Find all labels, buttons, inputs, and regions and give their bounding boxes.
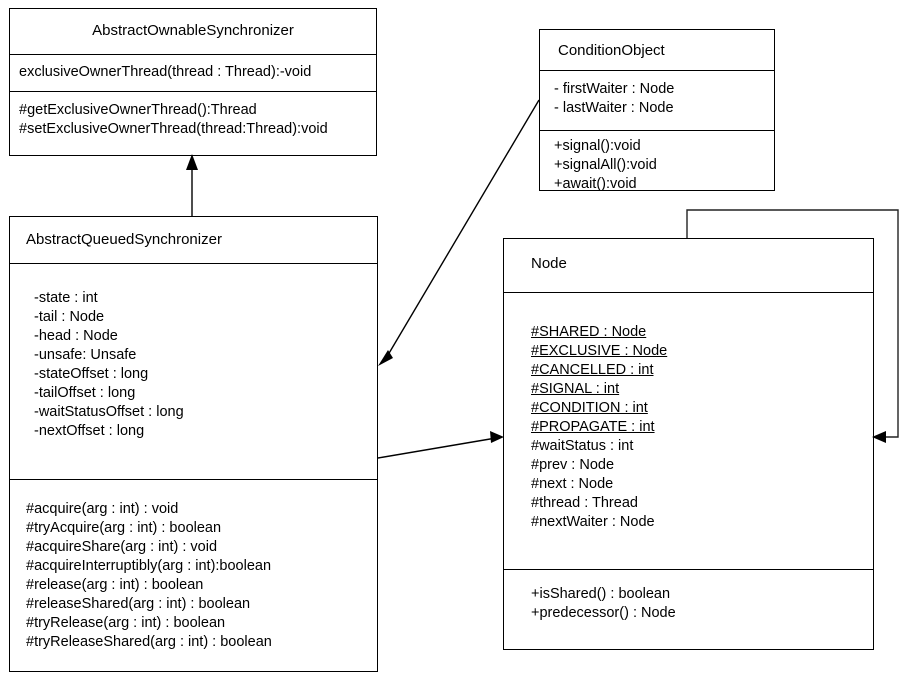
operation-item: #acquireInterruptibly(arg : int):boolean xyxy=(26,558,272,574)
attribute-item: -nextOffset : long xyxy=(34,423,145,439)
class-box-abstract-queued-synchronizer[interactable]: AbstractQueuedSynchronizer -state : int … xyxy=(9,216,378,672)
attribute-list: - firstWaiter : Node - lastWaiter : Node xyxy=(554,80,774,118)
attribute-list: -state : int -tail : Node -head : Node -… xyxy=(34,289,377,441)
class-operations-compartment: +signal():void +signalAll():void +await(… xyxy=(540,130,774,192)
operation-item: +await():void xyxy=(554,176,637,192)
class-name-abstract-ownable-synchronizer: AbstractOwnableSynchronizer xyxy=(92,22,294,39)
operation-item: #setExclusiveOwnerThread(thread:Thread):… xyxy=(19,121,328,137)
class-operations-compartment: #acquire(arg : int) : void #tryAcquire(a… xyxy=(10,479,377,673)
attribute-item: -state : int xyxy=(34,290,98,306)
operation-item: #getExclusiveOwnerThread():Thread xyxy=(19,102,257,118)
class-box-node[interactable]: Node #SHARED : Node #EXCLUSIVE : Node #C… xyxy=(503,238,874,650)
operation-item: +predecessor() : Node xyxy=(531,605,676,621)
class-box-condition-object[interactable]: ConditionObject - firstWaiter : Node - l… xyxy=(539,29,775,192)
operation-list: +isShared() : boolean +predecessor() : N… xyxy=(531,585,873,623)
operation-item: #tryRelease(arg : int) : boolean xyxy=(26,615,226,631)
attribute-list: exclusiveOwnerThread(thread : Thread):-v… xyxy=(19,63,376,82)
attribute-item: -tailOffset : long xyxy=(34,385,136,401)
class-box-abstract-ownable-synchronizer[interactable]: AbstractOwnableSynchronizer exclusiveOwn… xyxy=(9,8,377,156)
attribute-item: - firstWaiter : Node xyxy=(554,81,675,97)
operation-list: #getExclusiveOwnerThread():Thread #setEx… xyxy=(19,101,376,139)
attribute-item: #thread : Thread xyxy=(531,495,638,511)
class-operations-compartment: +isShared() : boolean +predecessor() : N… xyxy=(504,569,873,651)
class-name-abstract-queued-synchronizer: AbstractQueuedSynchronizer xyxy=(26,231,222,248)
attribute-list: #SHARED : Node #EXCLUSIVE : Node #CANCEL… xyxy=(531,323,873,532)
class-name-condition-object: ConditionObject xyxy=(558,42,665,59)
attribute-item: exclusiveOwnerThread(thread : Thread):-v… xyxy=(19,64,312,80)
operation-list: #acquire(arg : int) : void #tryAcquire(a… xyxy=(26,500,377,652)
operation-list: +signal():void +signalAll():void +await(… xyxy=(554,137,774,194)
operation-item: +signal():void xyxy=(554,138,641,154)
attribute-item: - lastWaiter : Node xyxy=(554,100,674,116)
attribute-item: -tail : Node xyxy=(34,309,105,325)
association-arrowhead-icon xyxy=(378,350,393,366)
operation-item: #tryReleaseShared(arg : int) : boolean xyxy=(26,634,272,650)
attribute-item: #EXCLUSIVE : Node xyxy=(531,343,668,359)
class-attributes-compartment: -state : int -tail : Node -head : Node -… xyxy=(10,263,377,479)
operation-item: #acquire(arg : int) : void xyxy=(26,501,179,517)
attribute-item: #PROPAGATE : int xyxy=(531,419,655,435)
class-operations-compartment: #getExclusiveOwnerThread():Thread #setEx… xyxy=(10,91,376,155)
operation-item: +signalAll():void xyxy=(554,157,657,173)
attribute-item: #waitStatus : int xyxy=(531,438,634,454)
attribute-item: #prev : Node xyxy=(531,457,615,473)
operation-item: #releaseShared(arg : int) : boolean xyxy=(26,596,251,612)
attribute-item: #SHARED : Node xyxy=(531,324,647,340)
operation-item: #release(arg : int) : boolean xyxy=(26,577,204,593)
class-title-compartment: ConditionObject xyxy=(540,30,774,70)
attribute-item: -stateOffset : long xyxy=(34,366,149,382)
inheritance-arrowhead-icon xyxy=(186,154,198,170)
attribute-item: -unsafe: Unsafe xyxy=(34,347,137,363)
attribute-item: -head : Node xyxy=(34,328,118,344)
attribute-item: #CANCELLED : int xyxy=(531,362,654,378)
class-name-node: Node xyxy=(531,255,567,272)
class-title-compartment: AbstractQueuedSynchronizer xyxy=(10,217,377,263)
class-attributes-compartment: exclusiveOwnerThread(thread : Thread):-v… xyxy=(10,54,376,91)
association-line xyxy=(377,437,497,459)
association-arrowhead-icon xyxy=(490,431,504,443)
connector-association-aqs-to-node[interactable] xyxy=(377,431,504,459)
self-association-arrowhead-icon xyxy=(872,431,886,443)
class-title-compartment: Node xyxy=(504,239,873,292)
class-attributes-compartment: - firstWaiter : Node - lastWaiter : Node xyxy=(540,70,774,130)
class-attributes-compartment: #SHARED : Node #EXCLUSIVE : Node #CANCEL… xyxy=(504,292,873,569)
class-title-compartment: AbstractOwnableSynchronizer xyxy=(10,9,376,54)
operation-item: #tryAcquire(arg : int) : boolean xyxy=(26,520,222,536)
attribute-item: #nextWaiter : Node xyxy=(531,514,655,530)
attribute-item: #next : Node xyxy=(531,476,614,492)
attribute-item: -waitStatusOffset : long xyxy=(34,404,184,420)
attribute-item: #SIGNAL : int xyxy=(531,381,620,397)
operation-item: +isShared() : boolean xyxy=(531,586,671,602)
attribute-item: #CONDITION : int xyxy=(531,400,648,416)
connector-inheritance-aqs-to-aos[interactable] xyxy=(186,154,198,216)
operation-item: #acquireShare(arg : int) : void xyxy=(26,539,218,555)
